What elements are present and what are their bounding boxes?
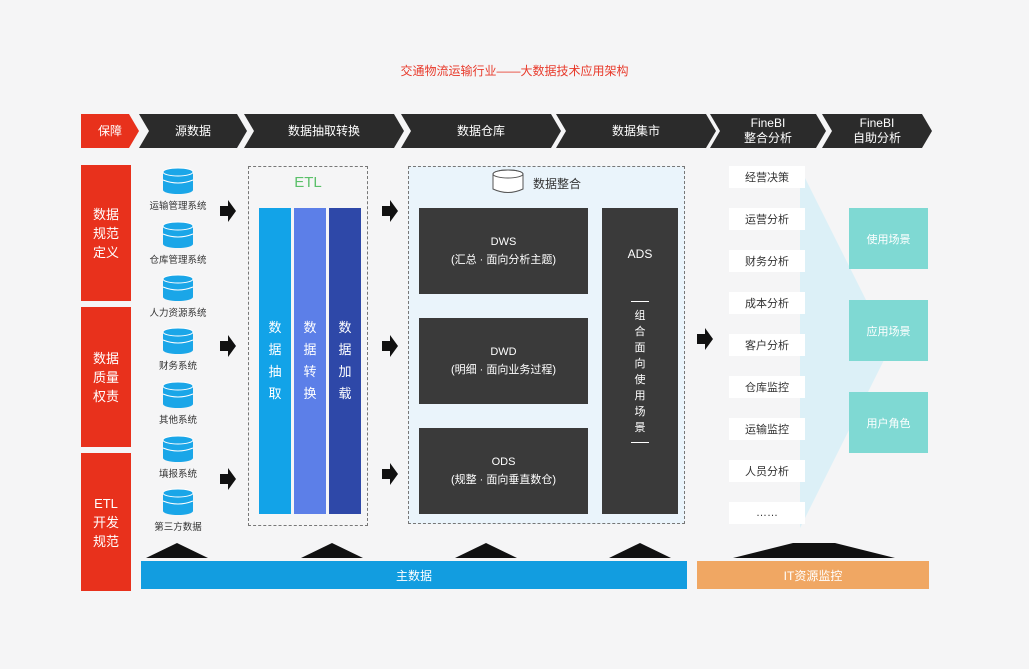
source-label: 财务系统 [158,361,197,372]
support-triangle [301,543,363,558]
layer-desc: 组 合 面 向 使 用 场 景 [634,310,646,434]
etl-load-bar: 数 据 加 载 [329,208,361,514]
guarantee-data-spec: 数据 规范 定义 [81,165,131,301]
layer-name: ADS [627,247,653,261]
layer-dwd: DWD (明细 · 面向业务过程) [419,318,588,404]
analysis-item: 客户分析 [729,334,805,356]
etl-title: ETL [294,174,322,191]
etl-box [248,166,368,526]
header-chevron-shape [822,114,932,148]
header-data-mart: 数据集市 [556,114,716,148]
header-finebi-self-service: FineBI 自助分析 [822,114,932,148]
right-arrow-icon [697,328,713,350]
database-icon [162,488,194,515]
source-label: 运输管理系统 [149,201,207,212]
analysis-item: 经营决策 [729,166,805,188]
header-label: 数据抽取转换 [287,123,360,138]
database-icon [162,327,194,354]
support-triangle [733,543,895,558]
analysis-item: …… [729,502,805,524]
layer-desc: (明细 · 面向业务过程) [450,364,557,376]
header-chevron-shape [401,114,561,148]
scenario-user-role: 用户角色 [849,392,928,453]
analysis-item: 仓库监控 [729,376,805,398]
source-item: 运输管理系统 [138,167,218,212]
analysis-item: 运营分析 [729,208,805,230]
header-chevron-shape [244,114,404,148]
source-item: 仓库管理系统 [138,221,218,266]
layer-desc: (汇总 · 面向分析主题) [450,254,557,266]
support-triangle [455,543,517,558]
layer-desc: (规整 · 面向垂直数仓) [450,474,557,486]
support-triangle [609,543,671,558]
header-warehouse: 数据仓库 [401,114,561,148]
source-label: 其他系统 [158,415,197,426]
analysis-item: 成本分析 [729,292,805,314]
guarantee-data-quality: 数据 质量 权责 [81,307,131,447]
header-chevron-shape [710,114,826,148]
layer-dws: DWS (汇总 · 面向分析主题) [419,208,588,294]
guarantee-etl-spec: ETL 开发 规范 [81,453,131,591]
header-guarantee: 保障 [81,114,139,148]
page-title: 交通物流运输行业——大数据技术应用架构 [400,64,629,78]
source-item: 人力资源系统 [138,274,218,319]
right-arrow-icon [382,463,398,485]
funnel-shape [800,168,890,528]
source-item: 填报系统 [138,435,218,480]
support-triangle [146,543,208,558]
right-arrow-icon [220,335,236,357]
database-icon [162,167,194,194]
header-label: 保障 [97,123,122,138]
layer-name: ODS [491,456,516,468]
source-label: 人力资源系统 [149,308,207,319]
source-item: 财务系统 [138,327,218,372]
layer-name: DWS [490,236,517,248]
header-source-data: 源数据 [139,114,247,148]
etl-extract-bar: 数 据 抽 取 [259,208,291,514]
analysis-item: 财务分析 [729,250,805,272]
source-label: 仓库管理系统 [149,255,207,266]
analysis-item: 运输监控 [729,418,805,440]
it-monitoring-bar: IT资源监控 [697,561,929,589]
header-label: 数据集市 [611,123,660,138]
warehouse-title: 数据整合 [533,177,582,191]
right-arrow-icon [220,200,236,222]
database-icon [162,435,194,462]
header-chevron-shape [139,114,247,148]
etl-transform-bar: 数 据 转 换 [294,208,326,514]
header-label: FineBI 自助分析 [852,116,901,145]
right-arrow-icon [220,468,236,490]
header-label: 数据仓库 [456,123,505,138]
source-label: 填报系统 [158,469,197,480]
scenario-application: 应用场景 [849,300,928,361]
layer-ods: ODS (规整 · 面向垂直数仓) [419,428,588,514]
source-item: 其他系统 [138,381,218,426]
layer-ads: ADS 组 合 面 向 使 用 场 景 [602,208,678,514]
header-finebi-integration: FineBI 整合分析 [710,114,826,148]
scenario-use: 使用场景 [849,208,928,269]
analysis-item: 人员分析 [729,460,805,482]
header-label: 源数据 [174,123,211,138]
database-icon [162,381,194,408]
source-label: 第三方数据 [154,522,202,533]
right-arrow-icon [382,335,398,357]
divider [631,442,649,443]
header-chevron-shape [81,114,139,148]
database-icon [162,221,194,248]
divider [631,301,649,302]
master-data-bar: 主数据 [141,561,687,589]
database-icon [162,274,194,301]
header-label: FineBI 整合分析 [743,116,792,145]
source-item: 第三方数据 [138,488,218,533]
header-etl: 数据抽取转换 [244,114,404,148]
layer-name: DWD [490,346,517,358]
right-arrow-icon [382,200,398,222]
database-outline-icon [492,169,524,193]
header-chevron-shape [556,114,716,148]
